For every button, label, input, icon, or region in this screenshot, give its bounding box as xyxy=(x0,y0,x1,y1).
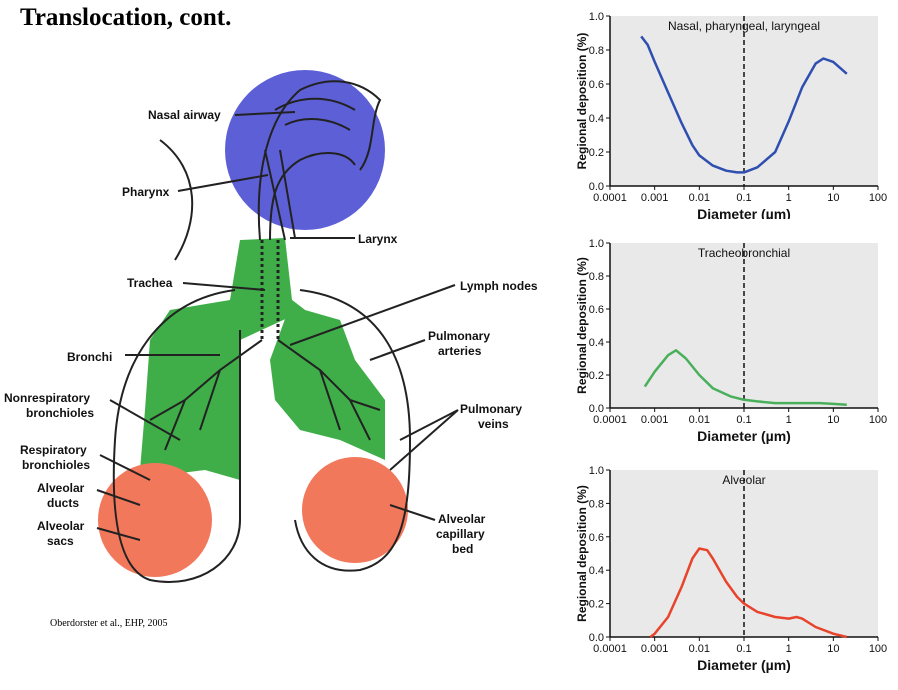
label-nonrespiratory-1: Nonrespiratory xyxy=(4,391,90,405)
nasal-region xyxy=(225,70,385,230)
x-axis-label: Diameter (µm) xyxy=(697,206,791,219)
x-axis-label: Diameter (µm) xyxy=(697,428,791,444)
y-tick-label: 0.4 xyxy=(589,565,604,577)
x-tick-label: 0.1 xyxy=(736,414,751,426)
chart-title: Alveolar xyxy=(722,473,765,487)
label-alveolar-sacs-2: sacs xyxy=(47,534,74,548)
label-respiratory-2: bronchioles xyxy=(22,458,90,472)
y-tick-label: 0.0 xyxy=(589,181,604,193)
x-tick-label: 0.1 xyxy=(736,643,751,655)
label-alveolar-ducts-1: Alveolar xyxy=(37,481,85,495)
label-pulmonary-arteries-1: Pulmonary xyxy=(428,329,490,343)
label-pulmonary-arteries-2: arteries xyxy=(438,344,482,358)
y-tick-label: 0.4 xyxy=(589,337,604,349)
nasal-deposition-chart: 0.0 0.2 0.4 0.6 0.8 1.0 0.0001 0.001 0.01 0.1 1 10 1… xyxy=(575,11,887,219)
y-axis-label: Regional deposition (%) xyxy=(575,33,589,170)
y-tick-label: 0.0 xyxy=(589,632,604,644)
x-tick-label: 0.0001 xyxy=(593,643,627,655)
x-tick-label: 1 xyxy=(786,643,792,655)
y-tick-label: 1.0 xyxy=(589,465,604,477)
y-tick-label: 0.8 xyxy=(589,271,604,283)
x-tick-label: 0.001 xyxy=(641,643,669,655)
chart-title: Nasal, pharyngeal, laryngeal xyxy=(668,19,820,33)
leader-lines xyxy=(96,111,459,541)
y-tick-label: 1.0 xyxy=(589,11,604,23)
y-tick-label: 0.8 xyxy=(589,45,604,57)
y-tick-label: 0.2 xyxy=(589,599,604,611)
x-tick-label: 0.0001 xyxy=(593,414,627,426)
tracheobronchial-deposition-chart: 0.0 0.2 0.4 0.6 0.8 1.0 0.0001 0.001 0.01 0.1 1 10 1… xyxy=(575,238,887,444)
y-axis-label: Regional deposition (%) xyxy=(575,485,589,622)
label-alveolar-bed-1: Alveolar xyxy=(438,512,486,526)
x-tick-label: 0.01 xyxy=(689,414,710,426)
series-line xyxy=(649,547,848,639)
x-tick-label: 0.001 xyxy=(641,414,669,426)
y-tick-label: 0.6 xyxy=(589,79,604,91)
x-axis-label: Diameter (µm) xyxy=(697,657,791,673)
slide-title: Translocation, cont. xyxy=(20,4,232,31)
label-alveolar-bed-2: capillary xyxy=(436,527,485,541)
label-bronchi: Bronchi xyxy=(67,350,112,364)
y-tick-label: 0.4 xyxy=(589,113,604,125)
y-axis-label: Regional deposition (%) xyxy=(575,257,589,394)
alveolar-region-left xyxy=(98,463,212,577)
label-trachea: Trachea xyxy=(127,276,173,290)
label-pulmonary-veins-2: veins xyxy=(478,417,509,431)
label-pulmonary-veins-1: Pulmonary xyxy=(460,402,522,416)
chart-title: Tracheobronchial xyxy=(698,246,790,260)
y-tick-label: 0.6 xyxy=(589,304,604,316)
alveolar-deposition-chart: 0.0 0.2 0.4 0.6 0.8 1.0 0.0001 0.001 0.01 0.1 1 10 1… xyxy=(575,465,887,673)
y-tick-label: 0.0 xyxy=(589,403,604,415)
label-pharynx: Pharynx xyxy=(122,185,170,199)
respiratory-diagram: Nasal airway Pharynx Larynx Trachea Lymp… xyxy=(4,70,538,583)
label-alveolar-ducts-2: ducts xyxy=(47,496,79,510)
y-tick-label: 0.8 xyxy=(589,498,604,510)
label-alveolar-sacs-1: Alveolar xyxy=(37,519,85,533)
y-tick-label: 0.2 xyxy=(589,147,604,159)
label-nasal-airway: Nasal airway xyxy=(148,108,221,122)
x-tick-label: 10 xyxy=(827,192,839,204)
tracheobronchial-region-right xyxy=(270,300,385,460)
tracheobronchial-region-left xyxy=(140,238,305,480)
citation: Oberdorster et al., EHP, 2005 xyxy=(50,618,168,629)
label-alveolar-bed-3: bed xyxy=(452,542,473,556)
series-line xyxy=(643,349,847,406)
x-tick-label: 1 xyxy=(786,192,792,204)
x-tick-label: 100 xyxy=(869,192,887,204)
series-line xyxy=(640,35,848,174)
x-tick-label: 10 xyxy=(827,643,839,655)
y-tick-label: 0.2 xyxy=(589,370,604,382)
label-larynx: Larynx xyxy=(358,232,398,246)
x-tick-label: 0.01 xyxy=(689,643,710,655)
x-tick-label: 0.01 xyxy=(689,192,710,204)
x-tick-label: 1 xyxy=(786,414,792,426)
x-tick-label: 0.0001 xyxy=(593,192,627,204)
x-tick-label: 10 xyxy=(827,414,839,426)
label-nonrespiratory-2: bronchioles xyxy=(26,406,94,420)
label-lymph-nodes: Lymph nodes xyxy=(460,279,538,293)
x-tick-label: 0.1 xyxy=(736,192,751,204)
x-tick-label: 100 xyxy=(869,643,887,655)
alveolar-region-right xyxy=(302,457,408,563)
label-respiratory-1: Respiratory xyxy=(20,443,87,457)
y-tick-label: 0.6 xyxy=(589,532,604,544)
x-tick-label: 100 xyxy=(869,414,887,426)
y-tick-label: 1.0 xyxy=(589,238,604,250)
x-tick-label: 0.001 xyxy=(641,192,669,204)
